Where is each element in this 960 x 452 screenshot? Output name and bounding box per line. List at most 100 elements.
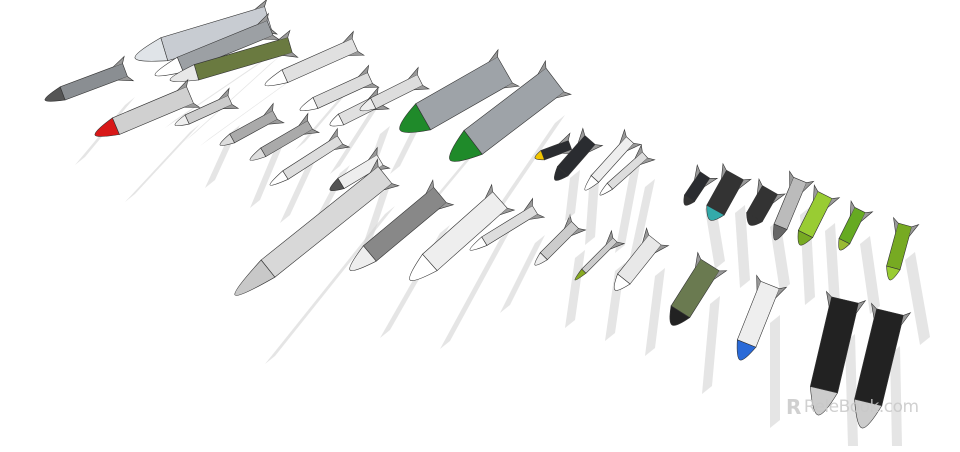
- missile-model: [169, 29, 299, 82]
- missile-nose: [154, 56, 184, 77]
- missile-fins: [177, 78, 201, 108]
- missile-nose: [134, 37, 169, 62]
- missile-model: [838, 200, 874, 251]
- missile-shadow: [500, 235, 545, 313]
- missile-nose: [669, 305, 691, 326]
- missile-nose: [249, 147, 267, 161]
- missile-model: [264, 30, 365, 87]
- missile-body: [59, 63, 128, 101]
- missile-model: [706, 162, 752, 221]
- missile-nose: [746, 212, 763, 226]
- missile-fins: [408, 66, 430, 91]
- missile-shadow: [265, 206, 395, 364]
- missile-model: [154, 12, 281, 77]
- missile-model: [669, 251, 728, 326]
- missile-model: [359, 66, 430, 112]
- missile-body: [282, 135, 344, 180]
- missile-shadow: [905, 252, 930, 345]
- missile-model: [269, 127, 351, 186]
- missile-nose: [174, 114, 190, 127]
- missile-model: [584, 128, 642, 191]
- missile-fins: [825, 290, 867, 314]
- missile-model: [399, 48, 520, 133]
- missile-shadow: [585, 167, 600, 245]
- missile-fins: [370, 158, 400, 191]
- missile-fins: [523, 197, 546, 220]
- missile-nose: [534, 149, 545, 161]
- missile-model: [299, 64, 380, 112]
- missile-model: [349, 179, 455, 271]
- missile-fins: [577, 127, 604, 153]
- missile-fins: [298, 112, 321, 135]
- missile-fins: [756, 274, 788, 299]
- missile-shadow: [825, 223, 840, 311]
- missile-nose: [599, 182, 614, 196]
- missile-shadow: [860, 236, 880, 314]
- missile-model: [886, 216, 920, 281]
- missile-shadow: [165, 50, 278, 128]
- missile-shadow: [845, 334, 858, 446]
- missile-model: [409, 183, 516, 281]
- missile-shadow: [890, 346, 902, 446]
- missile-nose: [838, 238, 851, 251]
- missile-fins: [605, 229, 626, 250]
- missile-nose: [409, 253, 438, 281]
- missile-shadow: [770, 315, 780, 428]
- missile-model: [249, 112, 321, 161]
- missile-body: [838, 206, 866, 245]
- missile-fins: [368, 86, 390, 111]
- missile-body: [229, 110, 278, 144]
- missile-fins: [537, 59, 572, 99]
- missile-body: [370, 74, 424, 110]
- missile-fins: [813, 184, 841, 208]
- missile-nose: [299, 97, 319, 112]
- missile-model: [809, 290, 867, 416]
- missile-model: [554, 127, 604, 181]
- missile-nose: [706, 204, 725, 221]
- missile-fins: [871, 302, 912, 326]
- missile-shadow: [702, 296, 720, 394]
- missile-model: [449, 59, 572, 162]
- missile-fins: [694, 163, 719, 187]
- missile-model: [174, 87, 240, 127]
- missile-model: [534, 213, 587, 266]
- missile-fins: [342, 30, 365, 56]
- missile-nose: [349, 245, 377, 271]
- missile-body: [683, 171, 711, 203]
- missile-fins: [328, 127, 351, 150]
- missile-nose: [584, 175, 600, 191]
- missile-fins: [218, 87, 240, 109]
- missile-fins: [756, 178, 786, 204]
- missile-nose: [329, 177, 345, 192]
- missile-nose: [886, 265, 901, 281]
- missile-nose: [234, 259, 276, 296]
- missile-shadow: [440, 231, 510, 349]
- missile-fins: [721, 162, 752, 189]
- watermark-text: ReleBook.com: [803, 397, 919, 417]
- missile-model: [613, 227, 670, 291]
- missile-model: [773, 170, 815, 241]
- missile-fins: [849, 200, 874, 222]
- missile-nose: [736, 339, 757, 361]
- missile-fins: [642, 227, 670, 254]
- missile-model: [534, 132, 579, 161]
- missile-nose: [399, 103, 432, 133]
- missile-nose: [554, 166, 569, 181]
- missile-shadow: [630, 179, 655, 257]
- watermark: R ReleBook.com: [786, 396, 919, 418]
- missile-nose: [534, 252, 548, 266]
- missile-shadow: [185, 56, 280, 141]
- missile-shadow: [250, 140, 285, 208]
- missile-model: [219, 102, 285, 146]
- missile-nose: [359, 97, 377, 112]
- missile-model: [683, 163, 719, 206]
- missile-model: [469, 197, 546, 251]
- missile-shadow: [200, 73, 300, 146]
- missile-nose: [219, 133, 235, 146]
- missile-model: [797, 184, 841, 246]
- missile-nose: [797, 229, 814, 246]
- missile-body: [539, 221, 579, 261]
- missile-shadow: [330, 104, 380, 174]
- missile-model: [574, 229, 626, 281]
